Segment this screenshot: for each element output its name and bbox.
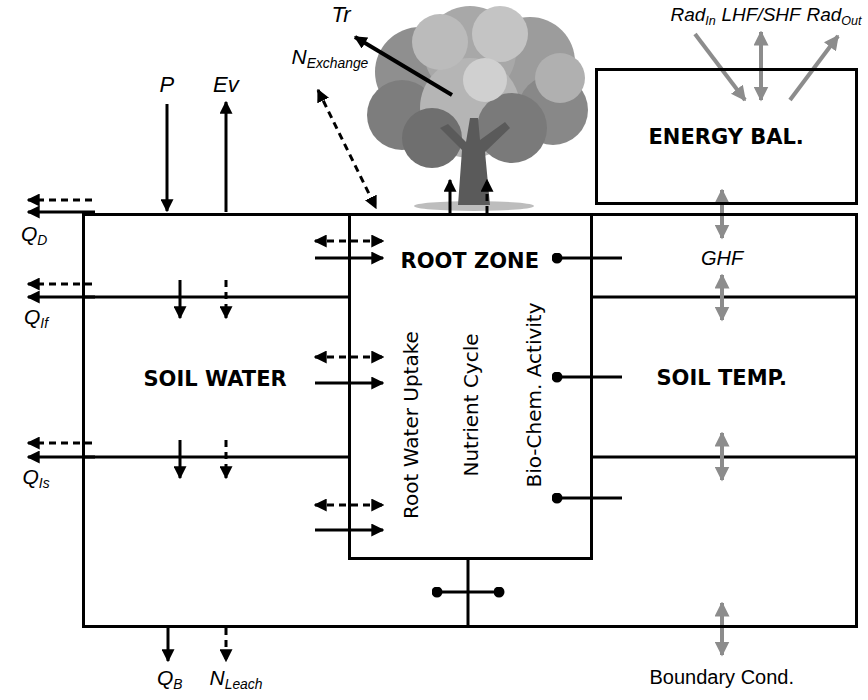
flux-label: QIs — [23, 464, 50, 489]
process-label: Nutrient Cycle — [458, 333, 482, 476]
base-flow-arrow — [167, 628, 170, 661]
percolation-arrow — [179, 280, 182, 318]
tree-illustration — [367, 6, 588, 211]
nitrogen-exchange-arrow — [318, 90, 376, 208]
leaching-arrow — [225, 280, 228, 318]
region-title: SOIL TEMP. — [657, 366, 788, 391]
flux-label: LHF/SHF — [722, 4, 801, 27]
tree-crown — [463, 58, 507, 102]
process-label: Bio-Chem. Activity — [521, 302, 545, 487]
region-title: SOIL WATER — [144, 367, 287, 392]
flux-label: RadOut — [807, 4, 862, 27]
flux-label: QD — [21, 221, 47, 246]
flux-label: NLeach — [210, 665, 263, 690]
coupling-connector — [557, 376, 622, 379]
box-title: ROOT ZONE — [401, 249, 540, 274]
tree-crown — [412, 14, 468, 70]
coupling-connector — [437, 591, 499, 594]
heat-exchange-arrow — [720, 433, 724, 480]
coupling-connector — [557, 257, 622, 260]
soil-temperature-region: SOIL TEMP. — [468, 213, 858, 628]
nutrient-to-tree-arrow — [486, 180, 489, 213]
coupling-connector — [557, 497, 622, 500]
radiation-in-arrow — [695, 34, 745, 100]
water-to-tree-arrow — [449, 180, 452, 213]
flux-label: Tr — [332, 2, 351, 28]
heat-exchange-arrow — [720, 275, 724, 320]
flux-label: Boundary Cond. — [650, 665, 795, 689]
bottom-divider — [467, 560, 470, 628]
tree-crown — [535, 53, 585, 103]
flux-label: QIf — [24, 304, 48, 329]
soil-layer-line — [593, 296, 858, 299]
soil-layer-line — [82, 296, 348, 299]
flux-label: QB — [157, 665, 183, 690]
root-zone-box: ROOT ZONE Root Water Uptake Nutrient Cycle… — [348, 213, 593, 560]
tree-crown — [477, 93, 547, 163]
flux-label: GHF — [701, 246, 743, 270]
leaching-arrow — [225, 440, 228, 478]
precipitation-arrow — [166, 104, 169, 211]
nitrogen-leach-arrow — [225, 628, 228, 661]
surface-leach-arrow — [28, 199, 92, 202]
soil-layer-line — [593, 456, 858, 459]
flux-label: Ev — [213, 72, 239, 98]
transpiration-arrow — [355, 37, 452, 95]
heat-flux-arrow — [759, 32, 763, 100]
process-label: Root Water Uptake — [399, 331, 423, 519]
percolation-arrow — [179, 440, 182, 478]
box-title: ENERGY BAL. — [649, 125, 804, 150]
flux-label: RadIn — [671, 4, 716, 27]
flux-label: NExchange — [292, 44, 369, 69]
tree-crown — [472, 6, 528, 62]
energy-balance-box: ENERGY BAL. — [595, 68, 858, 205]
evaporation-arrow — [225, 102, 228, 212]
soil-layer-line — [82, 456, 348, 459]
flux-label: P — [160, 72, 175, 98]
boundary-heat-arrow — [720, 603, 724, 655]
